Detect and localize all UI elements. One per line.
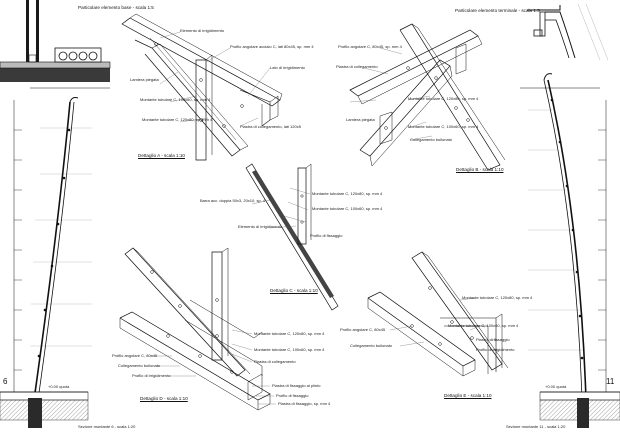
detail-e-label: Montante tubolare C, 120x80, sp. mm 4 (462, 295, 533, 300)
column-number-left: 6 (3, 377, 8, 386)
detail-a-label: Montante tubolare C, 100x60, sp. mm 4 (140, 97, 211, 102)
detail-b-label: Lamiera piegata (346, 117, 375, 122)
detail-e-leaders (389, 297, 498, 351)
detail-e-label: Collegamento bullonato (350, 343, 393, 348)
detail-b-label: Collegamento bullonato (410, 137, 453, 142)
detail-b-label: Piastra di collegamento (336, 64, 378, 69)
detail-e-label: Piastra di fissaggio (476, 337, 510, 342)
detail-center-label: Barra acc. doppia 50x3, 20x10, sp. 4 (200, 198, 266, 203)
detail-d-label: Profilo di fissaggio (276, 393, 309, 398)
detail-a-leaders (159, 31, 271, 127)
detail-d-leaders (150, 329, 276, 405)
detail-center-leaders (251, 187, 311, 229)
detail-d-label: Profilo di irrigidimento (132, 373, 171, 378)
detail-a-label: Elemento di irrigidimento (180, 28, 225, 33)
detail-center-label: Montante tubolare C, 100x60, sp. mm 4 (312, 206, 383, 211)
detail-a-label: Lamiera piegata (130, 77, 159, 82)
detail-d-label: Piastra di fissaggio al plinto (272, 383, 321, 388)
detail-a-label: Piastra di collegamento, lati 120x5 (240, 124, 301, 129)
detail-b-drawing (349, 23, 506, 171)
detail-b-leaders (349, 47, 433, 141)
detail-a-label: Montante tubolare C, 120x80, sp. mm 4 (142, 117, 213, 122)
detail-b-label: Montante tubolare C, 120x80, sp. mm 4 (408, 96, 479, 101)
detail-e-title: Dettaglio E - scala 1:10 (444, 393, 492, 398)
detail-b-label: Montante tubolare C, 100x60, sp. mm 4 (408, 124, 479, 129)
section-column-11 (520, 73, 620, 428)
detail-a-label: Lato di irrigidimento (270, 65, 305, 70)
detail-center-label: Elemento di irrigidimento (238, 224, 283, 229)
detail-center-label: Profilo di fissaggio (310, 233, 343, 238)
detail-e-label: Profilo angolare C, 80x45 (340, 327, 386, 332)
detail-b-label: Profilo angolare C, 80x45, sp. mm 4 (338, 44, 402, 49)
ground-level-label-left: +0.00 quota (48, 384, 70, 389)
detail-a-label: Profilo angolare acciaio C, lati 80x45, … (230, 44, 314, 49)
detail-a-drawing (121, 13, 283, 161)
detail-e-label: Montante tubolare C, 100x60, sp. mm 4 (448, 323, 519, 328)
detail-d-drawing (119, 247, 271, 411)
detail-b-title: Dettaglio B - scala 1:10 (456, 167, 504, 172)
section-right-title: Sezione montante 11 - scala 1:20 (506, 424, 566, 429)
detail-a-title: Dettaglio A - scala 1:10 (138, 153, 185, 158)
detail-center-drawing (245, 163, 339, 311)
detail-center-label: Montante tubolare C, 120x80, sp. mm 4 (312, 191, 383, 196)
detail-d-title: Dettaglio D - scala 1:10 (140, 396, 188, 401)
detail-e-label: Profilo di irrigidimento (476, 347, 515, 352)
detail-e-drawing (367, 251, 509, 377)
base-detail-title: Particolare elemento base - scala 1:5 (78, 5, 154, 10)
terminal-element-detail (527, 3, 609, 61)
detail-center-title: Dettaglio C - scala 1:10 (270, 288, 318, 293)
detail-d-label: Collegamento bullonato (118, 363, 161, 368)
terminal-detail-title: Particolare elemento terminale - scala 1… (455, 8, 540, 13)
base-element-detail (0, 0, 111, 82)
detail-d-label: Piastra di collegamento (254, 359, 296, 364)
ground-level-label-right: +0.00 quota (545, 384, 567, 389)
section-left-title: Sezione montante 6 - scala 1:20 (78, 424, 136, 429)
detail-d-label: Montante tubolare C, 120x80, sp. mm 4 (254, 331, 325, 336)
column-number-right: 11 (606, 377, 615, 386)
section-column-6 (0, 87, 110, 428)
detail-d-label: Piastra di fissaggio, sp. mm 4 (278, 401, 331, 406)
detail-d-label: Montante tubolare C, 100x60, sp. mm 4 (254, 347, 325, 352)
detail-d-label: Profilo angolare C, 80x45 (112, 353, 158, 358)
